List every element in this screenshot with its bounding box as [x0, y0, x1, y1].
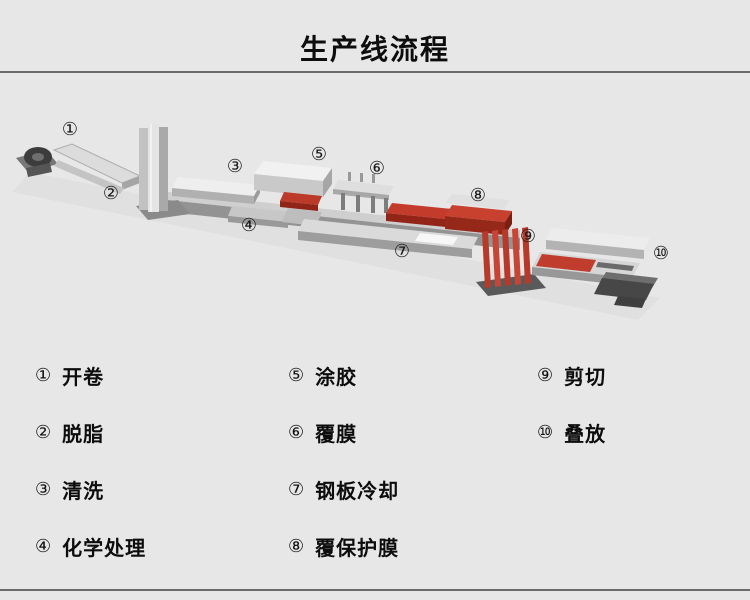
legend-item-number: ④ — [35, 536, 52, 557]
callout-2: ② — [102, 183, 120, 204]
legend-item-label: 清洗 — [62, 479, 105, 503]
legend-item-label: 叠放 — [564, 422, 607, 446]
legend-item: ⑦ 钢板冷却 — [288, 461, 399, 518]
legend-column-3: ⑨ 剪切 ⑩ 叠放 — [537, 347, 606, 461]
legend-item-label: 化学处理 — [62, 536, 147, 560]
legend-item-label: 覆保护膜 — [315, 536, 400, 560]
legend-item-number: ② — [35, 422, 52, 443]
legend-item: ② 脱脂 — [35, 404, 146, 461]
callout-8: ⑧ — [469, 185, 487, 206]
legend-item: ③ 清洗 — [35, 461, 146, 518]
legend-item-number: ⑩ — [537, 422, 554, 443]
legend-item-number: ⑧ — [288, 536, 305, 557]
legend-item-number: ① — [35, 365, 52, 386]
legend-item: ⑨ 剪切 — [537, 347, 606, 404]
legend-column-1: ① 开卷 ② 脱脂 ③ 清洗 ④ 化学处理 — [35, 347, 146, 575]
callout-3: ③ — [226, 156, 244, 177]
legend-item-label: 开卷 — [62, 365, 105, 389]
legend-item-number: ⑤ — [288, 365, 305, 386]
legend-item-label: 覆膜 — [315, 422, 358, 446]
callout-9: ⑨ — [519, 226, 537, 247]
legend-item-label: 剪切 — [564, 365, 607, 389]
legend-item: ④ 化学处理 — [35, 518, 146, 575]
legend-item: ⑤ 涂胶 — [288, 347, 399, 404]
callout-4: ④ — [240, 215, 258, 236]
legend-item-label: 脱脂 — [62, 422, 105, 446]
legend-item: ⑩ 叠放 — [537, 404, 606, 461]
legend-column-2: ⑤ 涂胶 ⑥ 覆膜 ⑦ 钢板冷却 ⑧ 覆保护膜 — [288, 347, 399, 575]
legend-item: ⑥ 覆膜 — [288, 404, 399, 461]
page-title: 生产线流程 — [299, 33, 450, 66]
legend-item-label: 钢板冷却 — [315, 479, 400, 503]
legend-item: ① 开卷 — [35, 347, 146, 404]
top-divider — [0, 71, 750, 73]
callout-10: ⑩ — [652, 243, 670, 264]
legend-item-number: ⑦ — [288, 479, 305, 500]
legend-item-number: ⑨ — [537, 365, 554, 386]
callout-1: ① — [61, 119, 79, 140]
legend-item-label: 涂胶 — [315, 365, 358, 389]
legend-item: ⑧ 覆保护膜 — [288, 518, 399, 575]
callout-7: ⑦ — [393, 241, 411, 262]
callout-6: ⑥ — [368, 158, 386, 179]
legend-item-number: ③ — [35, 479, 52, 500]
bottom-divider — [0, 589, 750, 591]
legend-item-number: ⑥ — [288, 422, 305, 443]
callout-5: ⑤ — [310, 144, 328, 165]
